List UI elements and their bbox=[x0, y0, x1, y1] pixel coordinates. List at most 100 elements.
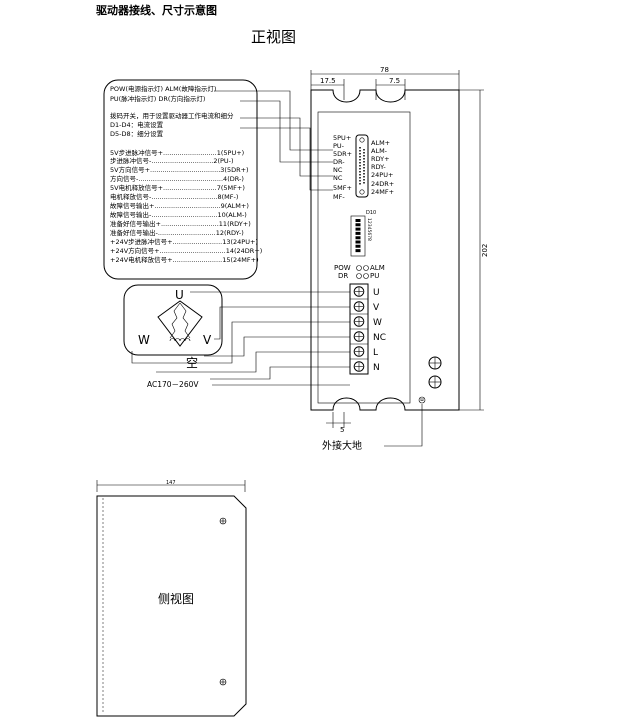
diagram-title: 驱动器接线、尺寸示意图 bbox=[96, 3, 217, 17]
led-pow bbox=[356, 265, 362, 271]
terminal-label: NC bbox=[373, 333, 386, 343]
motor-w-label: W bbox=[138, 333, 150, 347]
legend-pin: 步进脉冲信号-..............................2(P… bbox=[110, 156, 234, 165]
legend-pin: +24V步进脉冲信号+........................13(24… bbox=[110, 237, 258, 246]
legend-leds-row1: POW(电源指示灯) ALM(故障指示灯) bbox=[110, 84, 216, 93]
empty-label: 空 bbox=[186, 356, 198, 370]
connector-label: 24MF+ bbox=[371, 188, 394, 196]
legend-dip-desc: 拨码开关，用于设置驱动器工作电流和细分 bbox=[110, 111, 234, 120]
motor-v-label: V bbox=[203, 333, 212, 347]
legend-pin: 5V电机释放信号+..........................7(5MF… bbox=[110, 183, 245, 192]
connector-left-labels: 5PU+ PU- 5DR+ DR- NC NC 5MF+ MF- bbox=[333, 134, 352, 201]
legend-dip-d1: D1-D4：电流设置 bbox=[110, 120, 164, 129]
leader-line bbox=[214, 90, 333, 151]
legend-pin: 准备好信号输出+............................11(R… bbox=[110, 219, 251, 228]
wire-n bbox=[210, 366, 350, 380]
leader-line bbox=[240, 117, 333, 177]
led-label: ALM bbox=[370, 264, 385, 272]
dim-bottom-slot: 5 bbox=[340, 426, 344, 434]
terminal-screws bbox=[353, 286, 365, 372]
legend-pin: 方向信号-...................................… bbox=[110, 174, 244, 183]
connector-label: NC bbox=[333, 174, 343, 182]
dip-top-label: D10 bbox=[366, 210, 376, 216]
driver-front-panel bbox=[317, 111, 411, 404]
legend-pin: 故障信号输出-................................1… bbox=[110, 210, 247, 219]
connector-label: 24DR+ bbox=[371, 180, 394, 188]
motor-box bbox=[123, 284, 223, 356]
dip-switch: D10 12345678 bbox=[350, 210, 376, 257]
db15-screw bbox=[359, 189, 365, 195]
leader-line bbox=[240, 127, 333, 191]
legend-leds-row2: PU(脉冲指示灯) DR(方向指示灯) bbox=[110, 94, 205, 103]
ac-input-label: AC170－260V bbox=[147, 380, 199, 389]
led-label: POW bbox=[334, 264, 351, 272]
led-pu bbox=[363, 273, 369, 279]
led-label: DR bbox=[338, 272, 348, 280]
connector-label: PU- bbox=[333, 142, 345, 150]
legend-pin-list: 5V步进脉冲信号+..........................1(5PU… bbox=[110, 148, 262, 264]
earth-ground-icon bbox=[384, 396, 426, 447]
dim-left-offset: 17.5 bbox=[320, 77, 336, 85]
led-indicators: POW ALM DR PU bbox=[334, 264, 385, 280]
leader-line bbox=[240, 100, 333, 163]
dim-right-offset: 7.5 bbox=[389, 77, 400, 85]
db15-connector bbox=[355, 134, 369, 198]
legend-box bbox=[103, 79, 258, 280]
dim-height: 202 bbox=[481, 244, 489, 257]
ground-label: 外接大地 bbox=[322, 439, 362, 452]
ground-screw-icon bbox=[428, 375, 442, 389]
db15-screw bbox=[359, 137, 365, 143]
terminal-label: V bbox=[373, 303, 380, 313]
legend-pin: 电机释放信号-................................8… bbox=[110, 192, 238, 201]
driver-front-body bbox=[310, 89, 460, 411]
legend-pin: 5V步进脉冲信号+..........................1(5PU… bbox=[110, 148, 244, 157]
wire-l bbox=[156, 351, 350, 373]
wire-w bbox=[131, 321, 350, 364]
connector-label: RDY+ bbox=[371, 155, 390, 163]
motor-coil bbox=[169, 338, 191, 342]
motor-coil bbox=[179, 302, 191, 339]
terminal-block: U V W NC L N bbox=[349, 283, 386, 375]
side-screw-icon bbox=[219, 517, 227, 525]
front-view-title: 正视图 bbox=[251, 28, 296, 46]
led-dr bbox=[356, 273, 362, 279]
connector-right-labels: ALM+ ALM- RDY+ RDY- 24PU+ 24DR+ 24MF+ bbox=[371, 139, 394, 196]
dim-depth: 147 bbox=[166, 480, 176, 486]
connector-label: 5PU+ bbox=[333, 134, 351, 142]
dip-side-label: 12345678 bbox=[366, 218, 372, 241]
motor-winding-outline bbox=[157, 300, 203, 347]
connector-label: 5DR+ bbox=[333, 150, 352, 158]
motor-u-label: U bbox=[175, 288, 184, 302]
side-screw-icon bbox=[219, 678, 227, 686]
dim-width: 78 bbox=[380, 66, 389, 74]
driver-side-body bbox=[96, 495, 247, 717]
db15-shell bbox=[355, 134, 369, 198]
wire-nc bbox=[204, 336, 350, 357]
legend-dip-d5: D5-D8：细分设置 bbox=[110, 129, 164, 138]
connector-label: MF- bbox=[333, 193, 345, 201]
terminal-label: W bbox=[373, 318, 382, 328]
legend-pin: +24V方向信号+...............................… bbox=[110, 246, 262, 255]
legend-pin: +24V电机释放信号+........................15(24… bbox=[110, 255, 259, 264]
connector-label: ALM+ bbox=[371, 139, 390, 147]
connector-label: 24PU+ bbox=[371, 171, 393, 179]
legend-pin: 准备好信号输出-............................12(R… bbox=[110, 228, 244, 237]
terminal-label: U bbox=[373, 288, 380, 298]
connector-label: ALM- bbox=[371, 147, 388, 155]
terminal-label: L bbox=[373, 348, 378, 358]
terminal-label: N bbox=[373, 363, 380, 373]
connector-label: NC bbox=[333, 166, 343, 174]
led-label: PU bbox=[370, 272, 379, 280]
led-alm bbox=[363, 265, 369, 271]
motor-schematic: U W V bbox=[123, 284, 223, 356]
legend-pin: 故障信号输出+................................9… bbox=[110, 201, 249, 210]
connector-label: DR- bbox=[333, 158, 345, 166]
dip-body bbox=[350, 215, 366, 257]
ground-screw-icon bbox=[428, 356, 442, 370]
side-view-title: 侧视图 bbox=[158, 591, 194, 606]
connector-label: 5MF+ bbox=[333, 184, 352, 192]
motor-coil bbox=[169, 302, 181, 339]
legend-pin: 5V方向信号+.................................… bbox=[110, 165, 249, 174]
wire-v bbox=[214, 306, 350, 340]
